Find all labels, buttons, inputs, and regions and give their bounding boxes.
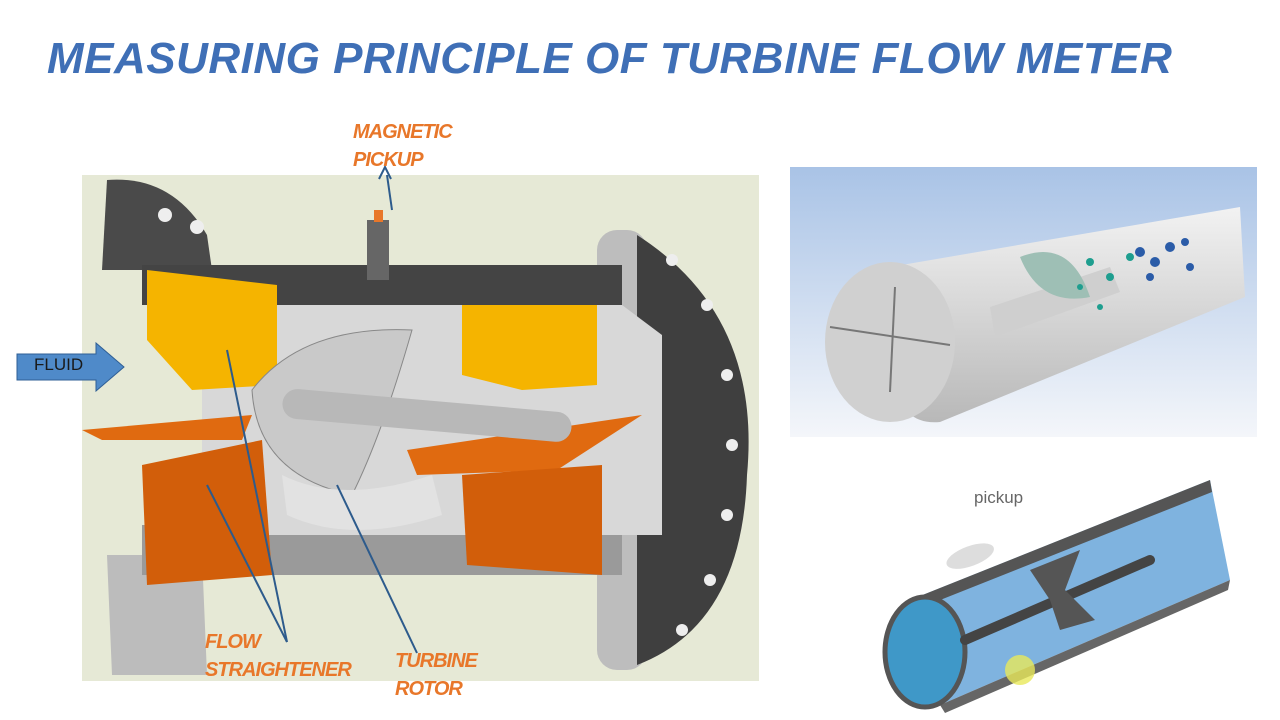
label-pickup: pickup xyxy=(974,488,1024,507)
right-arrow-icon xyxy=(16,342,125,392)
label-turbine-rotor: TURBINE ROTOR xyxy=(395,647,478,703)
label-line: STRAIGHTENER xyxy=(205,659,352,681)
label-magnetic-pickup: MAGNETIC PICKUP xyxy=(353,118,453,174)
turbine-cutaway-diagram xyxy=(82,175,759,681)
label-line: MAGNETIC xyxy=(353,121,453,143)
fluid-arrow: FLUID xyxy=(16,342,126,392)
fluid-label: FLUID xyxy=(34,355,84,374)
label-line: PICKUP xyxy=(353,149,424,171)
turbine-3d-render xyxy=(790,167,1257,437)
label-line: ROTOR xyxy=(395,678,463,700)
label-flow-straightener: FLOW STRAIGHTENER xyxy=(205,628,352,684)
label-line: FLOW xyxy=(205,631,261,653)
pickup-pointer-arrow xyxy=(378,165,392,180)
slide-title: MEASURING PRINCIPLE OF TURBINE FLOW METE… xyxy=(47,34,1173,83)
pipe-pickup-illustration xyxy=(882,480,1230,713)
label-line: TURBINE xyxy=(395,650,478,672)
